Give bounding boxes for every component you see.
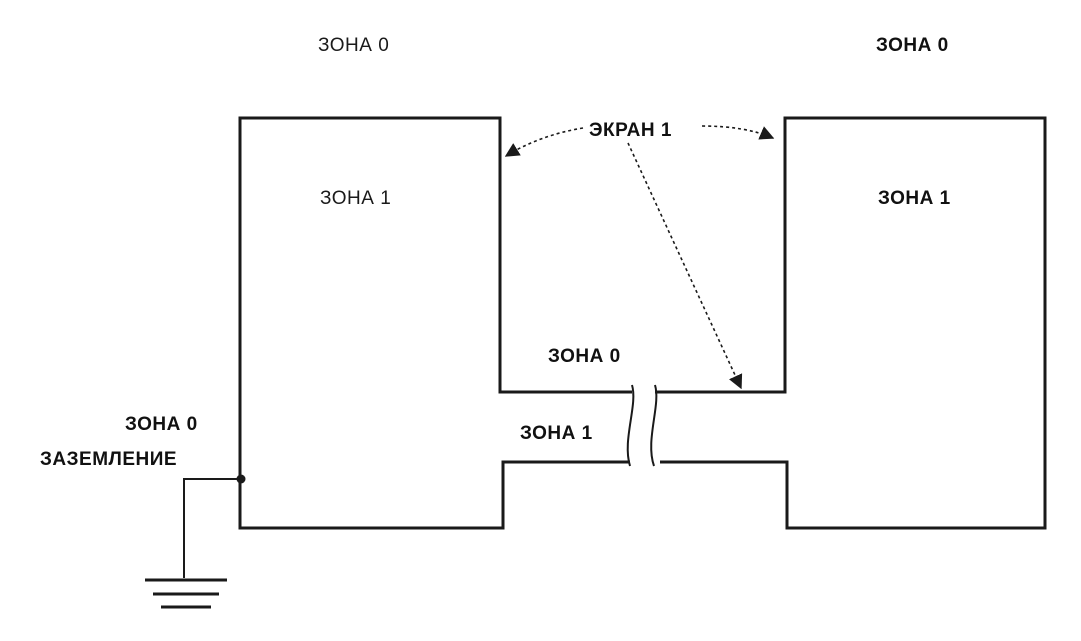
screen-arrow-left <box>504 127 584 157</box>
channel-gap-left-break <box>626 384 635 467</box>
right-shield-outline <box>655 116 1047 530</box>
label-zone1-channel: ЗОНА 1 <box>520 423 593 444</box>
label-zone1-left: ЗОНА 1 <box>320 188 391 209</box>
screen-arrow-down <box>627 142 743 390</box>
left-shield-outline <box>238 116 632 530</box>
label-zone0-top-right: ЗОНА 0 <box>876 35 949 56</box>
label-zone0-ground: ЗОНА 0 <box>125 414 198 435</box>
ground-wire <box>183 478 241 578</box>
channel-gap-right-break <box>650 384 658 467</box>
label-zone0-top-left: ЗОНА 0 <box>318 35 389 56</box>
label-zone0-middle: ЗОНА 0 <box>548 346 621 367</box>
label-screen: ЭКРАН 1 <box>589 120 672 141</box>
screen-arrow-right <box>701 125 775 140</box>
label-grounding: ЗАЗЕМЛЕНИЕ <box>40 449 177 470</box>
label-zone1-right: ЗОНА 1 <box>878 188 951 209</box>
